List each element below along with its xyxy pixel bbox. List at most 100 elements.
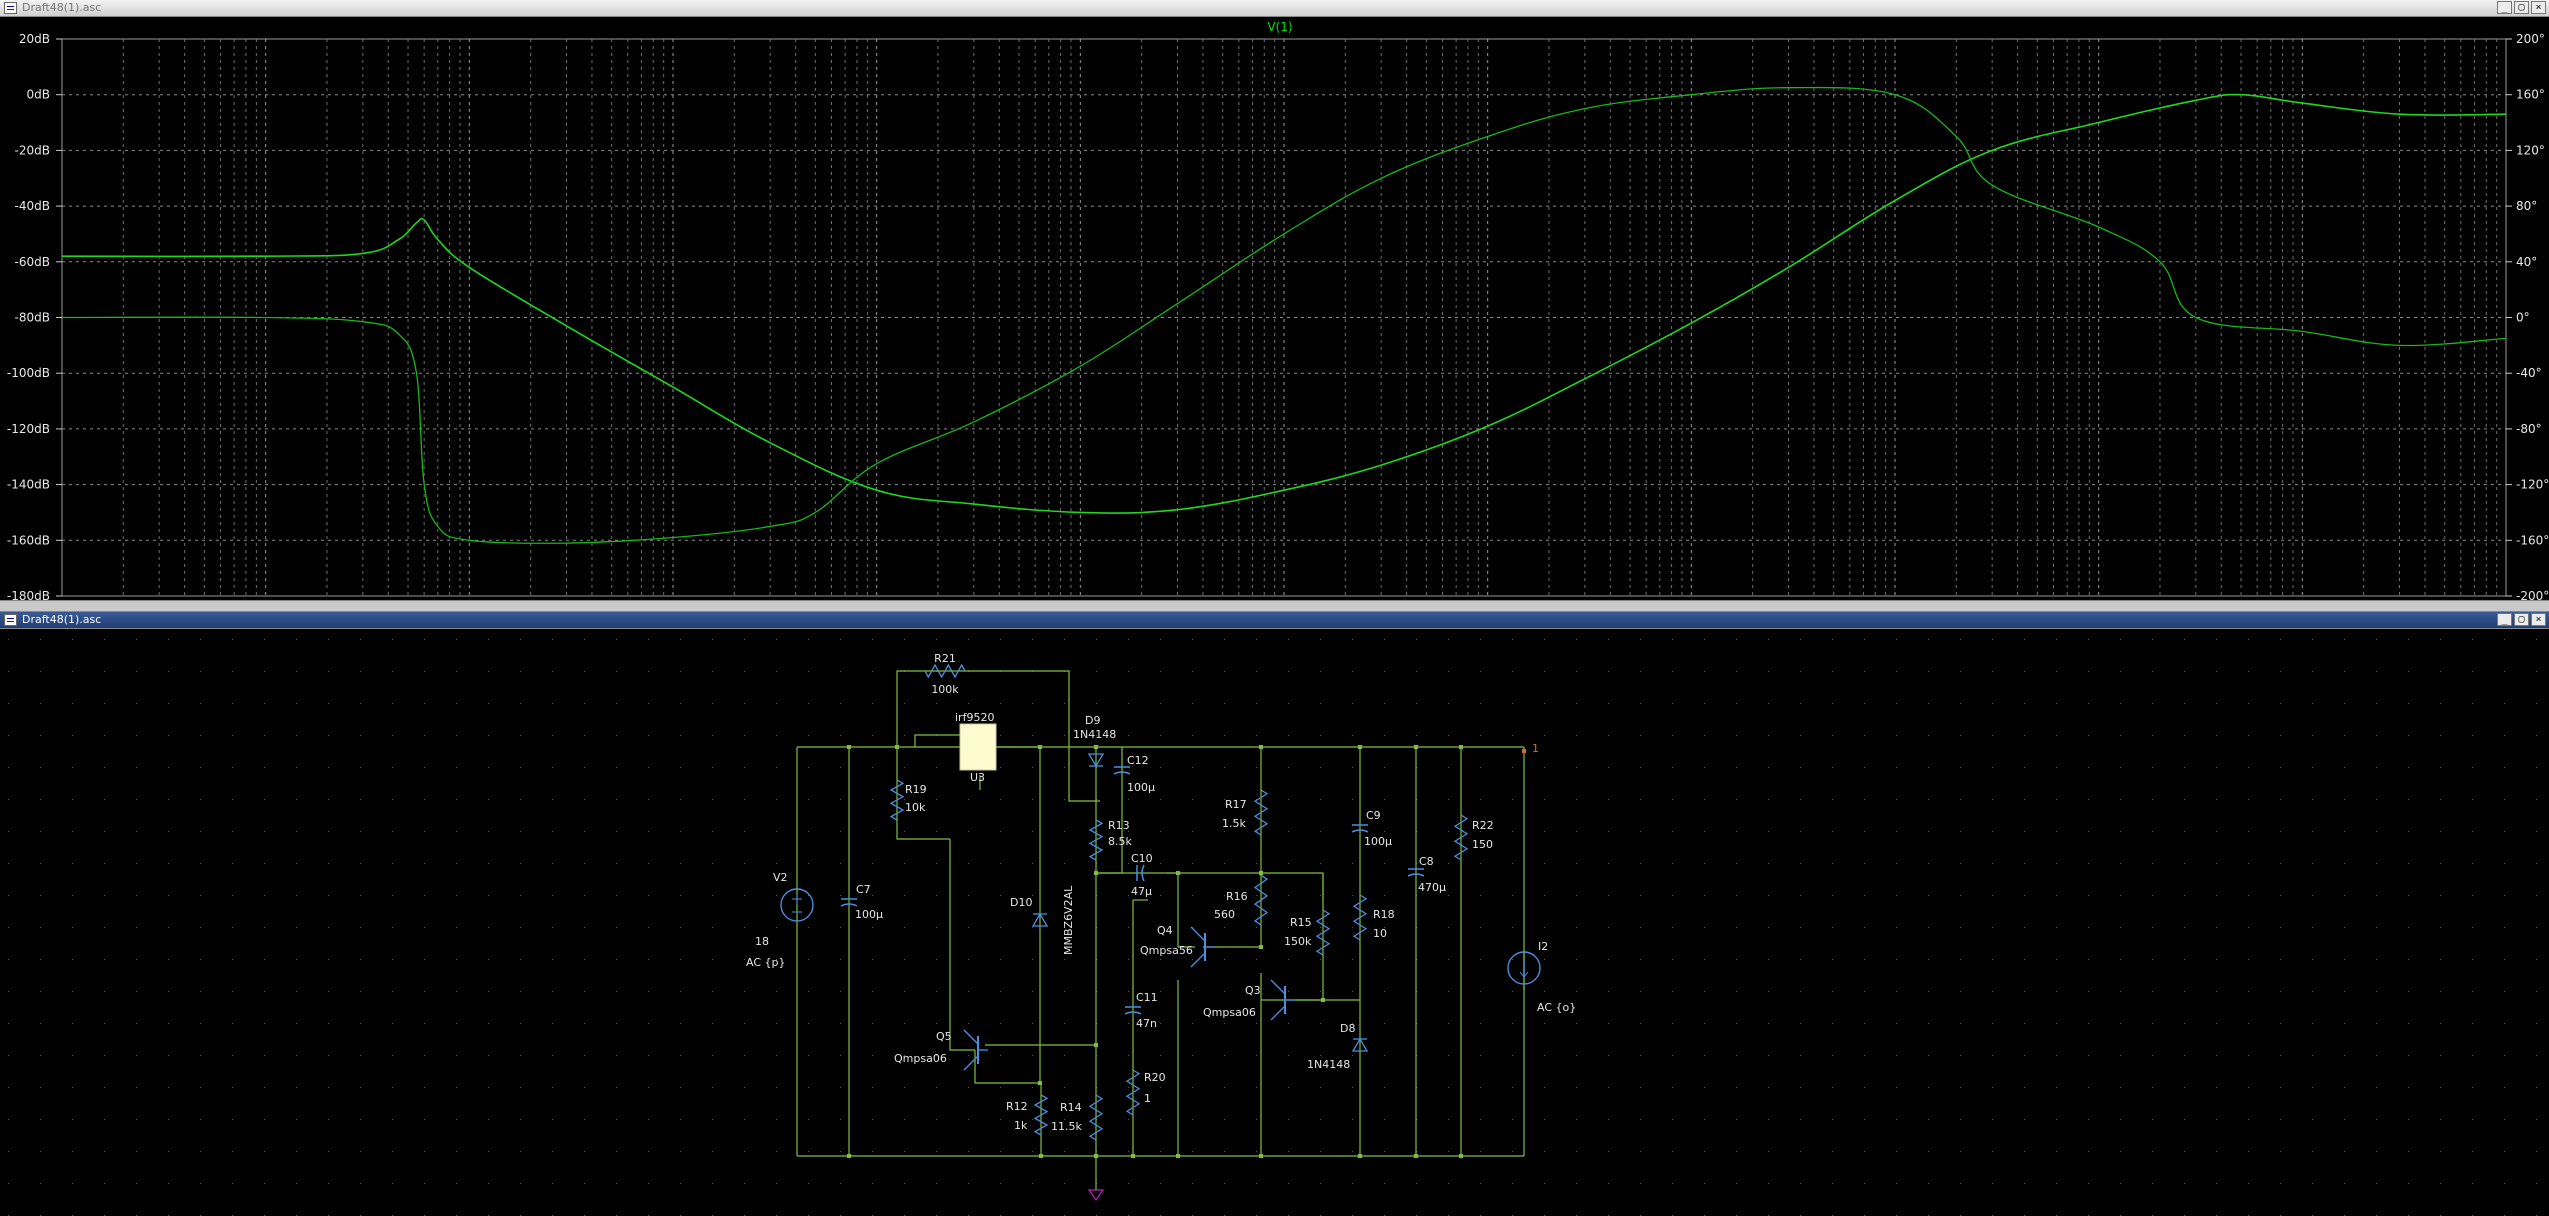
- grid-dot: [136, 1055, 137, 1056]
- grid-dot: [872, 1087, 873, 1088]
- grid-dot: [296, 1151, 297, 1152]
- maximize-button[interactable]: ▢: [2514, 613, 2529, 626]
- grid-dot: [168, 1151, 169, 1152]
- minimize-button[interactable]: _: [2497, 1, 2512, 14]
- grid-dot: [1992, 703, 1993, 704]
- grid-dot: [296, 799, 297, 800]
- grid-dot: [2504, 1151, 2505, 1152]
- grid-dot: [360, 1183, 361, 1184]
- grid-dot: [584, 895, 585, 896]
- label-d8-ref: D8: [1340, 1022, 1355, 1035]
- grid-dot: [1960, 831, 1961, 832]
- grid-dot: [2408, 959, 2409, 960]
- grid-dot: [1928, 959, 1929, 960]
- grid-dot: [2056, 1151, 2057, 1152]
- minimize-button[interactable]: _: [2497, 613, 2512, 626]
- grid-dot: [840, 1087, 841, 1088]
- grid-dot: [1512, 735, 1513, 736]
- grid-dot: [2248, 1055, 2249, 1056]
- grid-dot: [328, 863, 329, 864]
- grid-dot: [488, 1151, 489, 1152]
- grid-dot: [1000, 1055, 1001, 1056]
- grid-dot: [1320, 639, 1321, 640]
- grid-dot: [2376, 1119, 2377, 1120]
- grid-dot: [1544, 895, 1545, 896]
- grid-dot: [840, 639, 841, 640]
- grid-dot: [936, 1183, 937, 1184]
- grid-dot: [2376, 799, 2377, 800]
- grid-dot: [776, 639, 777, 640]
- grid-dot: [616, 863, 617, 864]
- grid-dot: [936, 767, 937, 768]
- grid-dot: [1896, 767, 1897, 768]
- wire: [914, 734, 960, 747]
- grid-dot: [1992, 895, 1993, 896]
- grid-dot: [1960, 1055, 1961, 1056]
- grid-dot: [1544, 863, 1545, 864]
- grid-dot: [1960, 959, 1961, 960]
- grid-dot: [1224, 927, 1225, 928]
- grid-dot: [1992, 831, 1993, 832]
- grid-dot: [1480, 927, 1481, 928]
- waveform-plot[interactable]: V(1) 20dB0dB-20dB-40dB-60dB-80dB-100dB-1…: [0, 17, 2549, 600]
- grid-dot: [1896, 799, 1897, 800]
- grid-dot: [968, 959, 969, 960]
- grid-dot: [648, 927, 649, 928]
- grid-dot: [2248, 799, 2249, 800]
- grid-dot: [392, 991, 393, 992]
- close-button[interactable]: ×: [2531, 1, 2546, 14]
- grid-dot: [72, 767, 73, 768]
- label-r16-val: 560: [1214, 908, 1235, 921]
- grid-dot: [264, 639, 265, 640]
- grid-dot: [1192, 703, 1193, 704]
- grid-dot: [776, 991, 777, 992]
- grid-dot: [2408, 831, 2409, 832]
- grid-dot: [1832, 863, 1833, 864]
- grid-dot: [360, 863, 361, 864]
- grid-dot: [1032, 799, 1033, 800]
- grid-dot: [2120, 895, 2121, 896]
- schematic-app-icon: [4, 614, 17, 626]
- grid-dot: [328, 639, 329, 640]
- grid-dot: [424, 735, 425, 736]
- grid-dot: [552, 735, 553, 736]
- grid-dot: [2472, 863, 2473, 864]
- grid-dot: [2504, 1119, 2505, 1120]
- grid-dot: [264, 959, 265, 960]
- schematic-canvas[interactable]: R21100kirf9520U3D91N4148C12100µR1910kR13…: [0, 629, 2549, 1216]
- transistor-q3: [1270, 979, 1286, 995]
- grid-dot: [1960, 1151, 1961, 1152]
- grid-dot: [520, 735, 521, 736]
- schematic-window-titlebar[interactable]: Draft48(1).asc _ ▢ ×: [0, 612, 2549, 629]
- grid-dot: [776, 1087, 777, 1088]
- grid-dot: [104, 831, 105, 832]
- plot-window-titlebar[interactable]: Draft48(1).asc _ ▢ ×: [0, 0, 2549, 17]
- grid-dot: [1864, 1055, 1865, 1056]
- junction-dot: [895, 745, 899, 749]
- grid-dot: [8, 831, 9, 832]
- grid-dot: [104, 1151, 105, 1152]
- grid-dot: [1672, 863, 1673, 864]
- grid-dot: [552, 895, 553, 896]
- grid-dot: [1928, 735, 1929, 736]
- grid-dot: [2408, 1087, 2409, 1088]
- grid-dot: [2120, 1087, 2121, 1088]
- grid-dot: [808, 1119, 809, 1120]
- grid-dot: [1512, 927, 1513, 928]
- close-button[interactable]: ×: [2531, 613, 2546, 626]
- grid-dot: [2024, 959, 2025, 960]
- grid-dot: [1800, 927, 1801, 928]
- grid-dot: [776, 1183, 777, 1184]
- maximize-button[interactable]: ▢: [2514, 1, 2529, 14]
- grid-dot: [2248, 1087, 2249, 1088]
- grid-dot: [2024, 1023, 2025, 1024]
- grid-dot: [712, 639, 713, 640]
- waveform-app-icon: [4, 2, 17, 14]
- grid-dot: [1832, 991, 1833, 992]
- grid-dot: [168, 959, 169, 960]
- resistor-r21: [924, 663, 966, 679]
- trace-label-v1[interactable]: V(1): [1267, 20, 1292, 34]
- grid-dot: [520, 1055, 521, 1056]
- grid-dot: [2216, 863, 2217, 864]
- grid-dot: [1416, 639, 1417, 640]
